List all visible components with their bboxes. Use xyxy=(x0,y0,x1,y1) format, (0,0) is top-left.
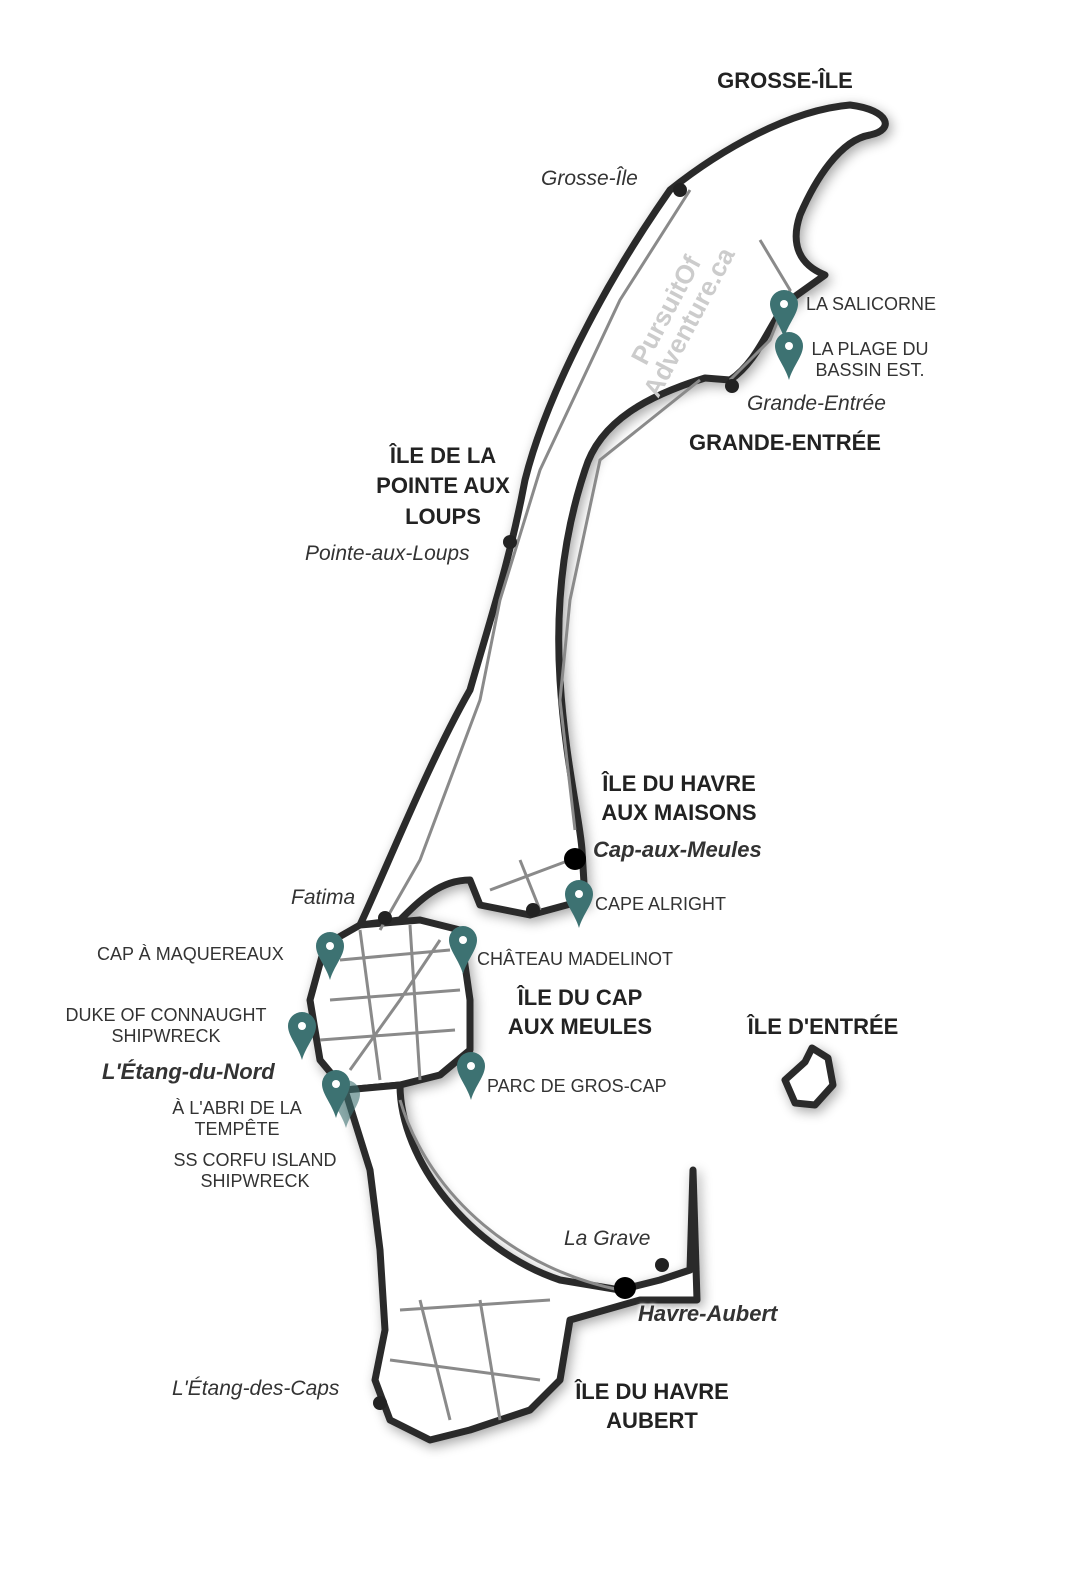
island-label-grosse-ile: GROSSE-ÎLE xyxy=(717,68,853,93)
town-dot xyxy=(673,183,687,197)
town-dot xyxy=(503,535,517,549)
map-pin-icon xyxy=(316,932,344,980)
entree-coast xyxy=(781,1044,837,1109)
town-label: Havre-Aubert xyxy=(638,1301,778,1326)
map-pin-icon xyxy=(288,1012,316,1060)
town-dot xyxy=(655,1258,669,1272)
town-label: La Grave xyxy=(564,1227,651,1250)
pins xyxy=(288,290,803,1128)
map-pin-icon xyxy=(457,1052,485,1100)
town-label: Cap-aux-Meules xyxy=(593,837,762,862)
town-label: Pointe-aux-Loups xyxy=(305,542,470,565)
island-label-grande-entree: GRANDE-ENTRÉE xyxy=(689,430,881,455)
town-dot xyxy=(725,379,739,393)
major-town-dot xyxy=(614,1277,636,1299)
map-pin-icon xyxy=(449,926,477,974)
town-label: L'Étang-du-Nord xyxy=(102,1059,275,1084)
map-pin-icon xyxy=(565,880,593,928)
map-pin-icon xyxy=(322,1070,350,1118)
poi-label: CAP À MAQUEREAUX xyxy=(97,944,284,964)
town-dot xyxy=(378,911,392,925)
town-label: Grosse-Île xyxy=(541,167,638,190)
major-town-dot xyxy=(564,848,586,870)
town-label: Grande-Entrée xyxy=(747,392,886,415)
town-dot xyxy=(373,1396,387,1410)
map-pin-icon xyxy=(775,332,803,380)
grosse-ile-coast xyxy=(356,101,889,929)
poi-label: PARC DE GROS-CAP xyxy=(487,1076,667,1096)
poi-label: CAPE ALRIGHT xyxy=(595,894,727,914)
island-label-entree: ÎLE D'ENTRÉE xyxy=(747,1014,899,1039)
poi-label: LA SALICORNE xyxy=(806,294,937,314)
town-label: Fatima xyxy=(291,886,356,909)
town-dot xyxy=(526,903,540,917)
town-label: L'Étang-des-Caps xyxy=(172,1377,340,1400)
map-pin-icon xyxy=(770,290,798,338)
poi-label: CHÂTEAU MADELINOT xyxy=(477,949,674,969)
